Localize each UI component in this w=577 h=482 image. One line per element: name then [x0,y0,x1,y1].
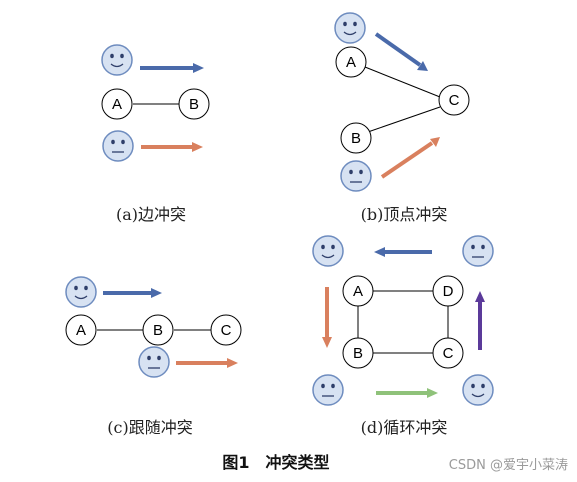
edge-a-c [364,66,441,98]
orange-arrow [176,358,238,368]
edge-b-c [364,106,441,134]
caption-b: (b)顶点冲突 [361,205,448,224]
watermark: CSDN @爱宇小菜涛 [449,457,568,473]
neutral-face-icon [312,374,344,406]
node-a: A [335,46,367,78]
purple-arrow [475,291,485,350]
node-b: B [342,337,374,369]
panel-d: A D B C (d)循环冲突 [312,235,494,437]
smiley-face-icon [462,374,494,406]
node-a: A [101,88,133,120]
caption-d: (d)循环冲突 [361,418,448,437]
smiley-face-icon [334,12,366,44]
node-c: C [432,337,464,369]
blue-arrow [374,247,432,257]
node-c: C [438,84,470,116]
svg-text:A: A [76,322,86,339]
svg-text:B: B [351,130,361,147]
node-c: C [210,314,242,346]
svg-text:B: B [353,345,363,362]
blue-arrow [140,63,204,73]
neutral-face-icon [102,130,134,162]
svg-text:A: A [353,283,363,300]
green-arrow [376,388,438,398]
svg-text:D: D [443,283,454,300]
svg-text:A: A [112,96,122,113]
svg-text:B: B [189,96,199,113]
panel-c: A B C (c)跟随冲突 [65,276,242,437]
blue-arrow [374,32,428,71]
panel-b: A B C (b)顶点冲突 [334,12,470,224]
node-a: A [65,314,97,346]
neutral-face-icon [340,160,372,192]
smiley-face-icon [312,235,344,267]
svg-text:C: C [443,345,454,362]
figure-caption: 图1 冲突类型 [222,453,329,472]
neutral-face-icon [138,346,170,378]
caption-c: (c)跟随冲突 [107,418,192,437]
node-d: D [432,275,464,307]
blue-arrow [103,288,162,298]
svg-text:C: C [449,92,460,109]
node-b: B [142,314,174,346]
orange-arrow [380,137,440,179]
node-b: B [178,88,210,120]
svg-text:C: C [221,322,232,339]
smiley-face-icon [65,276,97,308]
orange-arrow [322,287,332,348]
neutral-face-icon [462,235,494,267]
svg-text:B: B [153,322,163,339]
node-b: B [340,122,372,154]
node-a: A [342,275,374,307]
caption-a: (a)边冲突 [116,205,186,224]
svg-text:A: A [346,54,356,71]
panel-a: A B (a)边冲突 [101,44,210,224]
orange-arrow [141,142,203,152]
smiley-face-icon [101,44,133,76]
